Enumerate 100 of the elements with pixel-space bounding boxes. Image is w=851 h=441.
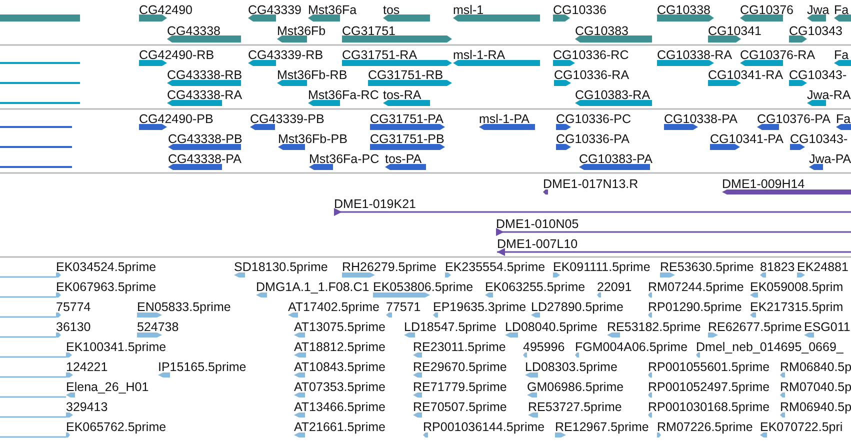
est-label: LD08303.5prime <box>525 360 618 374</box>
feature-label: CG10338 <box>657 3 711 17</box>
est-label: AT13075.5prime <box>294 320 386 334</box>
feature-label: CG31751 <box>342 24 396 38</box>
est-label: AT13466.5prime <box>294 400 386 414</box>
est-label: EK235554.5prime <box>445 260 546 274</box>
est-label: GM06986.5prime <box>527 380 624 394</box>
feature-label: Jwa-PA <box>809 152 851 166</box>
feature-label: CG10343- <box>789 68 847 82</box>
feature-label: Fa <box>834 3 849 17</box>
est-label: EK053806.5prime <box>373 280 474 294</box>
est-label: RE53182.5prime <box>607 320 701 334</box>
est-label: LD08040.5prime <box>505 320 598 334</box>
est-label: RM07226.5prime <box>657 420 753 434</box>
feature-label: CG10376-RA <box>740 48 816 62</box>
feature-label: tos-RA <box>383 88 422 102</box>
feature-label: CG10383-PA <box>579 152 652 166</box>
feature-label: Fa <box>836 112 851 126</box>
feature-label: CG31751-RA <box>342 48 418 62</box>
feature-label: CG10336-RA <box>554 68 630 82</box>
feature-label: CG42490-PB <box>139 112 214 126</box>
est-label: EK091111.5prime <box>553 260 650 274</box>
est-label: EN05833.5prime <box>137 300 231 314</box>
est-label: LD27890.5prime <box>531 300 624 314</box>
feature-label: CG10336-PC <box>556 112 632 126</box>
est-label: RE53630.5prime <box>660 260 754 274</box>
est-label: Dmel_neb_014695_0669_ <box>696 340 844 354</box>
est-label: RM07040.5p <box>780 380 851 394</box>
clone-label: DME1-019K21 <box>334 197 416 211</box>
feature-label: Jwa-RA <box>807 88 851 102</box>
feature-label: CG43338 <box>167 24 221 38</box>
feature-label: CG31751-PA <box>370 112 444 126</box>
feature-label: CG10343- <box>790 132 848 146</box>
feature-label: Mst36Fa-RC <box>308 88 379 102</box>
est-label: RE53727.5prime <box>528 400 622 414</box>
feature-label: CG10343 <box>789 24 843 38</box>
est-label: RP001052497.5prime <box>648 380 770 394</box>
est-label: RE70507.5prime <box>413 400 507 414</box>
feature-label: msl-1-PA <box>479 112 530 126</box>
est-label: RM07244.5prime <box>648 280 744 294</box>
clone-label: DME1-010N05 <box>496 217 579 231</box>
clone-label: DME1-009H14 <box>722 177 805 191</box>
feature-label: CG10376 <box>740 3 794 17</box>
est-label: 77571 <box>386 300 421 314</box>
est-label: EK059008.5prim <box>750 280 844 294</box>
est-label: RE29670.5prime <box>413 360 507 374</box>
est-label: EK217315.5prim <box>750 300 844 314</box>
feature-label: CG31751-PB <box>370 132 444 146</box>
est-label: LD18547.5prime <box>404 320 496 334</box>
est-label: RE71779.5prime <box>413 380 507 394</box>
est-label: EK100341.5prime <box>66 340 166 354</box>
feature-label: CG10341 <box>708 24 762 38</box>
est-label: EK067963.5prime <box>56 280 156 294</box>
feature-label: CG43339 <box>248 3 302 17</box>
est-label: ESG011 <box>804 320 850 334</box>
est-label: EK063255.5prime <box>485 280 586 294</box>
feature-label: CG43339-RB <box>248 48 324 62</box>
feature-label: CG43339-PB <box>250 112 324 126</box>
est-label: EK24881 <box>797 260 848 274</box>
feature-label: CG43338-RB <box>167 68 242 82</box>
est-label: RH26279.5prime <box>342 260 436 274</box>
feature-label: Fa <box>834 48 849 62</box>
feature-label: CG43338-RA <box>167 88 242 102</box>
feature-label: CG10383 <box>575 24 629 38</box>
feature-label: CG10341-PA <box>710 132 784 146</box>
est-label: EK034524.5prime <box>56 260 156 274</box>
est-label: RP001036144.5prime <box>423 420 545 434</box>
feature-label: CG43338-PB <box>168 132 242 146</box>
feature-label: CG31751-RB <box>368 68 444 82</box>
feature-label: CG42490 <box>139 3 193 17</box>
est-label: 36130 <box>56 320 91 334</box>
est-label: AT18812.5prime <box>294 340 386 354</box>
est-label: RE62677.5prime <box>708 320 802 334</box>
est-label: 329413 <box>66 400 108 414</box>
est-label: 81823 <box>760 260 795 274</box>
est-label: RE12967.5prime <box>555 420 649 434</box>
feature-label: msl-1 <box>453 3 484 17</box>
est-label: EK065762.5prime <box>66 420 166 434</box>
est-label: AT07353.5prime <box>294 380 386 394</box>
est-label: SD18130.5prime <box>234 260 328 274</box>
est-label: 124221 <box>66 360 108 374</box>
feature-label: CG10376-PA <box>757 112 830 126</box>
feature-label: CG42490-RB <box>139 48 214 62</box>
feature-label: Mst36Fa-PC <box>309 152 380 166</box>
est-label: AT21661.5prime <box>294 420 386 434</box>
est-label: 495996 <box>523 340 565 354</box>
est-label: IP15165.5prime <box>158 360 246 374</box>
est-label: Elena_26_H01 <box>66 380 149 394</box>
est-label: AT17402.5prime <box>288 300 380 314</box>
feature-label: CG10336-RC <box>553 48 629 62</box>
feature-label: CG10336-PA <box>556 132 630 146</box>
est-label: RP001030168.5prime <box>648 400 770 414</box>
feature-label: Mst36Fb-RB <box>277 68 348 82</box>
est-label: 22091 <box>597 280 632 294</box>
feature-label: Mst36Fb <box>277 24 326 38</box>
est-label: FGM004A06.5prime <box>575 340 688 354</box>
feature-label: tos <box>383 3 400 17</box>
est-label: 524738 <box>137 320 179 334</box>
feature-label: Mst36Fb-PB <box>278 132 348 146</box>
est-label: RP01290.5prime <box>648 300 742 314</box>
